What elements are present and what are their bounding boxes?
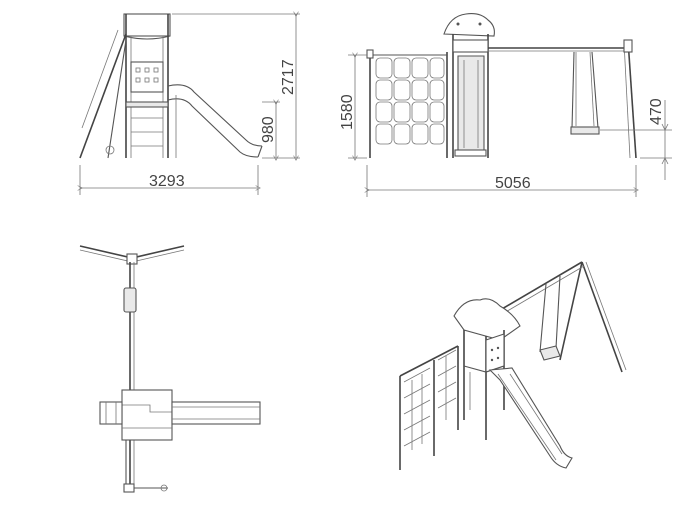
front-length-dimension: 5056 [495,175,531,192]
top-view [79,245,261,493]
side-total-height-dimension: 2717 [280,59,297,95]
isometric-view [399,261,627,470]
side-view: 3293 2717 980 [80,14,300,195]
front-view: 5056 1580 470 [339,13,672,197]
front-seat-height-dimension: 470 [648,98,665,125]
side-platform-height-dimension: 980 [260,116,277,143]
front-net-height-dimension: 1580 [339,94,356,130]
side-width-dimension: 3293 [149,173,185,190]
